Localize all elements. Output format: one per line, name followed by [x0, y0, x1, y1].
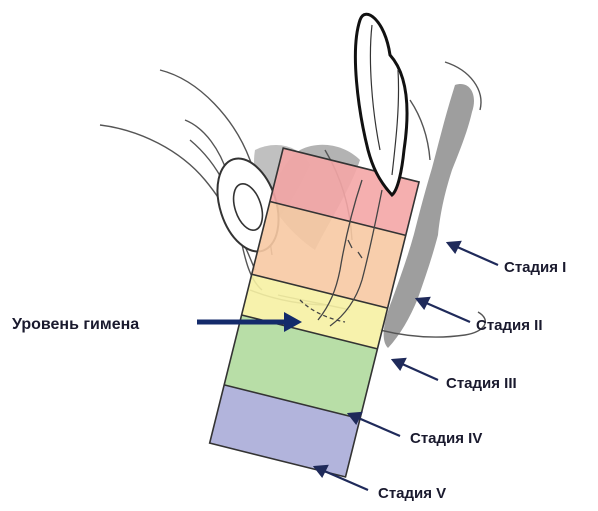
stage-3-label: Стадия III — [446, 375, 517, 392]
hymen-level-label: Уровень гимена — [12, 316, 139, 333]
stage-arrow-1 — [448, 242, 498, 265]
stage-1-label: Стадия I — [504, 259, 566, 276]
stage-2-label: Стадия II — [476, 317, 543, 334]
stage-arrow-2 — [417, 298, 470, 322]
stage-arrow-3 — [393, 359, 438, 380]
stage-5-label: Стадия V — [378, 485, 446, 502]
stage-4-label: Стадия IV — [410, 430, 482, 447]
